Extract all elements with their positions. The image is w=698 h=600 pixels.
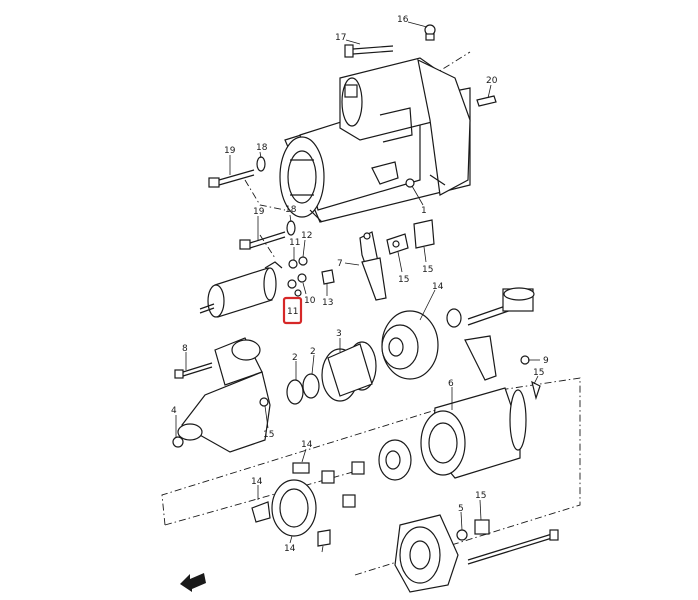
highlight-box-part-11 <box>282 296 303 325</box>
rear-cover <box>394 514 459 593</box>
callout-3: 3 <box>336 329 342 339</box>
bolt-19-upper <box>208 169 255 188</box>
callout-2-left: 2 <box>292 353 298 363</box>
callout-15-housing: 15 <box>263 430 274 440</box>
callout-7: 7 <box>337 259 343 269</box>
callout-2-right: 2 <box>310 347 316 357</box>
armature-shaft <box>446 287 535 328</box>
nut-16 <box>424 24 436 41</box>
starter-assembly <box>279 57 471 223</box>
brush-holder-14 <box>292 439 412 508</box>
callout-17: 17 <box>335 33 346 43</box>
pinion-drive-3 <box>321 341 377 402</box>
callout-labels: 16 17 20 19 18 1 19 18 11 12 7 10 11 13 … <box>171 15 549 554</box>
connector-15a <box>386 233 409 255</box>
solenoid <box>199 261 283 318</box>
callout-15-bracket: 15 <box>422 265 433 275</box>
callout-14-brush: 14 <box>301 440 313 450</box>
bracket-15b <box>413 219 435 249</box>
callout-13: 13 <box>322 298 333 308</box>
callout-11-highlighted: 11 <box>287 307 298 317</box>
callout-6: 6 <box>448 379 454 389</box>
clip-13 <box>321 269 335 285</box>
field-frame-6 <box>420 387 527 479</box>
callout-15-cap: 15 <box>475 491 486 501</box>
callout-10: 10 <box>304 296 316 306</box>
callout-16: 16 <box>397 15 409 25</box>
washer-18-upper <box>256 156 266 172</box>
callout-15-connector: 15 <box>398 275 409 285</box>
callout-20: 20 <box>486 76 498 86</box>
cap-15e <box>474 519 490 535</box>
bolt-19-lower <box>239 231 286 250</box>
callout-18-lower: 18 <box>285 205 297 215</box>
callout-11-upper: 11 <box>289 238 300 248</box>
commutator-end-ring <box>251 479 331 547</box>
drive-end-housing <box>172 337 271 453</box>
arrow-left-icon <box>180 573 206 592</box>
callout-14-plate: 14 <box>432 282 444 292</box>
callout-14-left: 14 <box>251 477 263 487</box>
callout-15-clip: 15 <box>533 368 544 378</box>
shift-lever-7 <box>359 231 387 301</box>
callout-5: 5 <box>458 504 464 514</box>
washer-18-lower <box>286 220 296 236</box>
bolt-8 <box>174 362 213 379</box>
bolt-17 <box>344 44 394 58</box>
bushing-2 <box>286 373 320 405</box>
nuts-washers-group <box>287 256 308 297</box>
callout-14-bottom: 14 <box>284 544 296 554</box>
terminal-bracket-9 <box>464 335 541 401</box>
callout-19-lower: 19 <box>253 207 265 217</box>
callout-9: 9 <box>543 356 549 366</box>
callout-1: 1 <box>421 206 427 216</box>
bearing-plate-14 <box>381 310 439 380</box>
bushing-5 <box>456 529 468 541</box>
callout-19-upper: 19 <box>224 146 236 156</box>
callout-4: 4 <box>171 406 177 416</box>
callout-8: 8 <box>182 344 188 354</box>
callout-12: 12 <box>301 231 312 241</box>
stud-20 <box>476 95 497 107</box>
through-bolt <box>467 529 559 565</box>
leader-lines <box>175 21 540 553</box>
callout-18-upper: 18 <box>256 143 268 153</box>
